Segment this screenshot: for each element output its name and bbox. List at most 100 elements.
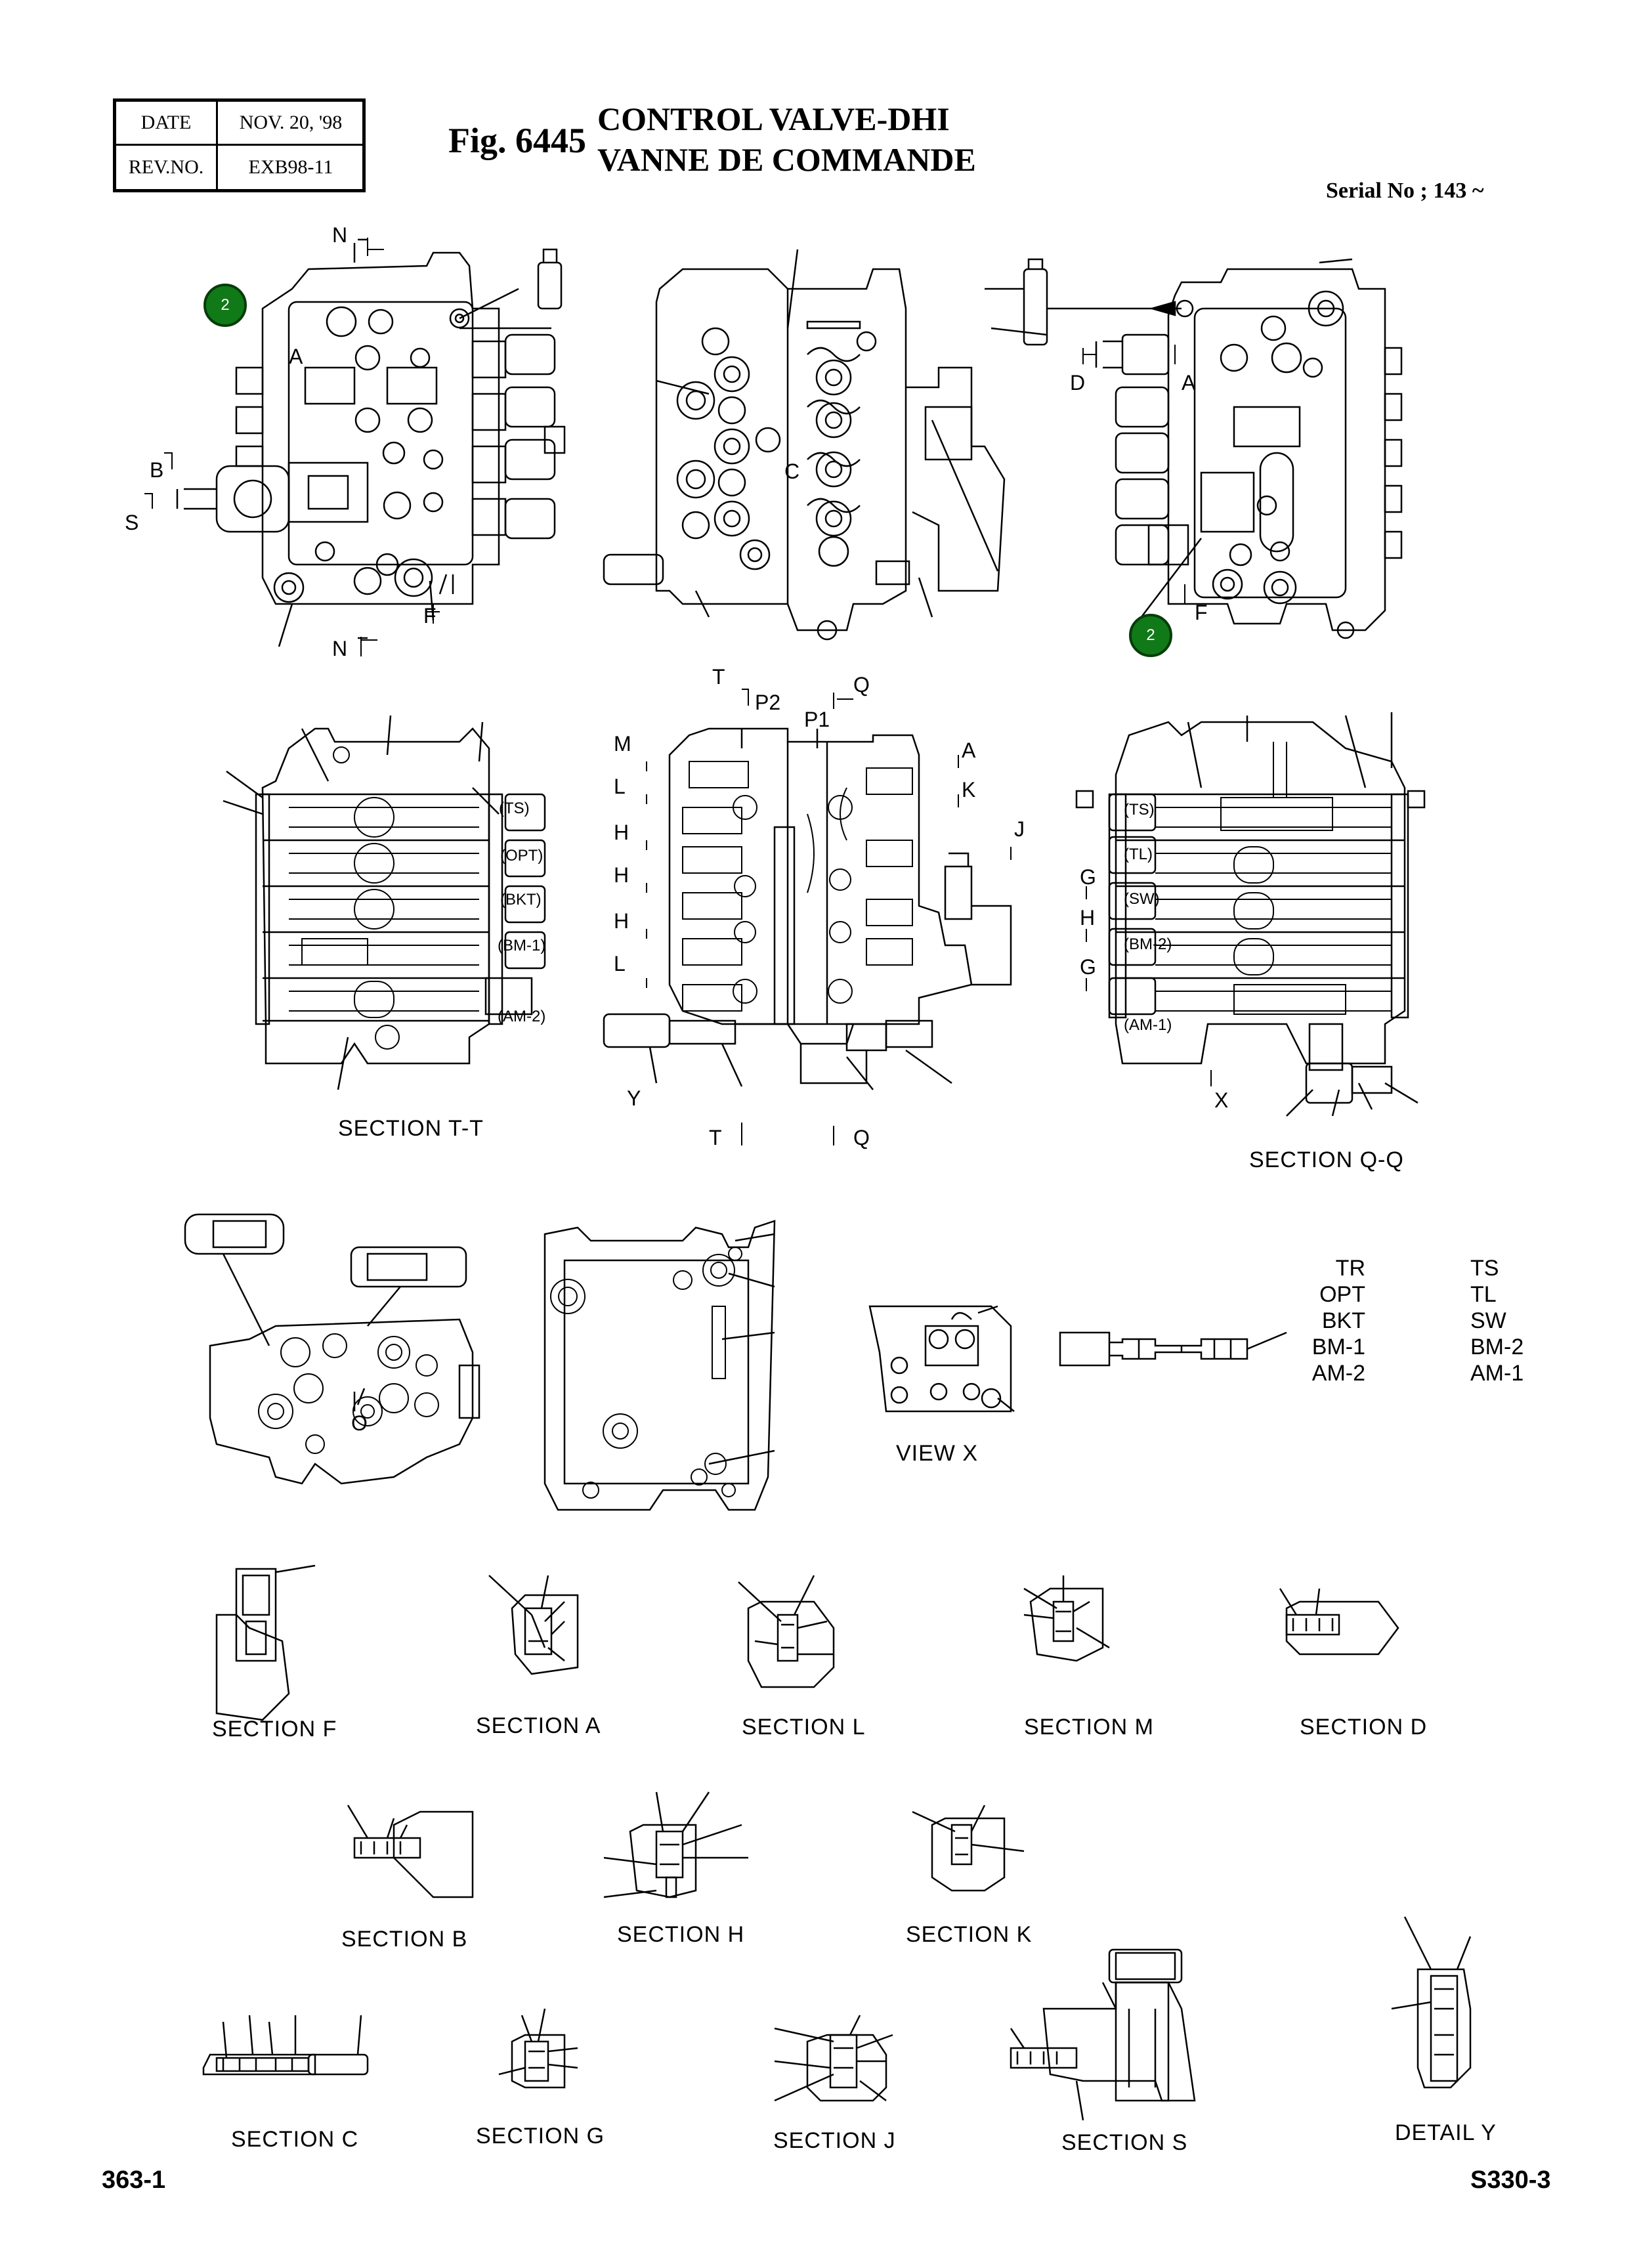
caption-section-a: SECTION A (476, 1713, 601, 1738)
callout-2-top: 2 (203, 284, 247, 327)
figure-number: Fig. 6445 (448, 121, 586, 160)
tag-tt-bm1: (BM-1) (498, 937, 546, 954)
tag-tt-opt: (OPT) (500, 847, 543, 865)
section-b-drawing (348, 1805, 473, 1897)
marker-b: B (150, 458, 164, 482)
side-view-drawing (604, 249, 1004, 639)
caption-section-tt: SECTION T-T (338, 1116, 484, 1141)
tag-qq-ts: (TS) (1124, 801, 1155, 819)
detail-y-drawing (1392, 1917, 1470, 2087)
spool-code-sw: SW (1470, 1308, 1506, 1333)
view-x-drawing (870, 1306, 1014, 1411)
caption-section-f: SECTION F (212, 1717, 337, 1742)
section-j-drawing (775, 2015, 893, 2101)
marker-l-2: L (614, 952, 626, 975)
section-markers (144, 238, 1211, 1145)
rev-value: EXB98-11 (248, 156, 333, 178)
caption-section-s: SECTION S (1061, 2130, 1188, 2155)
marker-h-3: H (614, 909, 629, 933)
section-g-drawing (499, 2009, 578, 2087)
spool-drawing (1060, 1333, 1287, 1365)
caption-section-g: SECTION G (476, 2124, 605, 2149)
marker-a-right: A (1182, 371, 1196, 395)
front-view-drawing (177, 240, 565, 647)
section-s-drawing (1011, 1950, 1195, 2120)
marker-s: S (125, 511, 139, 534)
marker-h-1: H (614, 821, 629, 844)
spool-code-tl: TL (1470, 1282, 1497, 1307)
marker-x: X (1214, 1088, 1229, 1112)
tag-tt-ts: (TS) (499, 800, 530, 817)
section-k-drawing (912, 1805, 1024, 1891)
section-center-drawing (604, 729, 1011, 1090)
rev-label: REV.NO. (128, 156, 204, 178)
marker-j: J (1014, 817, 1025, 841)
marker-t-bottom: T (709, 1126, 722, 1149)
document-code: S330-3 (1470, 2166, 1551, 2194)
marker-l-1: L (614, 775, 626, 798)
marker-h-qq: H (1080, 906, 1096, 930)
base-plate-drawing (545, 1221, 775, 1510)
marker-k: K (962, 778, 976, 802)
tag-qq-am1: (AM-1) (1124, 1016, 1172, 1034)
marker-t-top: T (712, 665, 725, 689)
date-label: DATE (140, 112, 192, 133)
marker-n-top: N (332, 223, 348, 247)
marker-h-2: H (614, 863, 629, 887)
revision-table: DATE NOV. 20, '98 REV.NO. EXB98-11 (113, 98, 366, 192)
caption-section-k: SECTION K (906, 1922, 1033, 1947)
marker-y: Y (627, 1086, 641, 1110)
port-p2: P2 (755, 691, 781, 714)
marker-n-bottom: N (332, 637, 348, 660)
marker-d: D (1070, 371, 1086, 395)
figure-title-en: CONTROL VALVE-DHI (597, 100, 950, 137)
spool-codes-right: TS TL SW BM-2 AM-1 (1470, 1255, 1549, 1386)
page-number: 363-1 (102, 2166, 166, 2194)
section-tt-drawing (223, 716, 545, 1090)
caption-section-h: SECTION H (617, 1922, 745, 1947)
marker-m: M (614, 732, 631, 756)
marker-g-2: G (1080, 955, 1096, 979)
tag-tt-bkt: (BKT) (500, 891, 542, 909)
caption-section-qq: SECTION Q-Q (1249, 1147, 1404, 1172)
tag-qq-sw: (SW) (1124, 890, 1160, 908)
rear-view-drawing (985, 259, 1401, 638)
marker-a-top: A (289, 345, 303, 368)
section-d-drawing (1280, 1589, 1398, 1654)
marker-f-top: F (423, 604, 437, 628)
spool-code-bm2: BM-2 (1470, 1335, 1524, 1359)
view-o-drawing (185, 1214, 479, 1484)
section-f-drawing (217, 1566, 315, 1720)
caption-section-m: SECTION M (1024, 1715, 1154, 1740)
marker-f-right: F (1195, 601, 1208, 624)
section-l-drawing (738, 1575, 834, 1687)
figure-title: CONTROL VALVE-DHI VANNE DE COMMANDE (597, 98, 976, 180)
section-a-drawing (489, 1575, 578, 1674)
callout-2-right: 2 (1129, 614, 1172, 657)
serial-number: Serial No ; 143 ~ (1326, 179, 1484, 203)
spool-codes-left: TR OPT BKT BM-1 AM-2 (1287, 1255, 1365, 1386)
spool-code-tr: TR (1335, 1256, 1365, 1281)
section-m-drawing (1024, 1575, 1109, 1661)
spool-code-opt: OPT (1319, 1282, 1365, 1307)
spool-code-bm1: BM-1 (1311, 1335, 1365, 1359)
section-c-drawing (203, 2015, 368, 2074)
marker-o: O (351, 1411, 368, 1435)
caption-section-c: SECTION C (231, 2127, 359, 2152)
marker-a-center: A (962, 738, 976, 762)
caption-section-d: SECTION D (1300, 1715, 1428, 1740)
caption-section-l: SECTION L (742, 1715, 866, 1740)
section-qq-drawing (1076, 712, 1424, 1116)
port-p1: P1 (804, 708, 830, 731)
section-h-drawing (604, 1792, 748, 1897)
caption-detail-y: DETAIL Y (1395, 2120, 1497, 2145)
marker-q-top: Q (853, 673, 870, 696)
spool-code-am2: AM-2 (1311, 1361, 1365, 1386)
caption-section-b: SECTION B (341, 1927, 468, 1952)
marker-q-bottom: Q (853, 1126, 870, 1149)
spool-code-bkt: BKT (1321, 1308, 1365, 1333)
marker-c: C (784, 460, 800, 483)
date-value: NOV. 20, '98 (239, 112, 343, 133)
spool-code-am1: AM-1 (1470, 1361, 1524, 1386)
